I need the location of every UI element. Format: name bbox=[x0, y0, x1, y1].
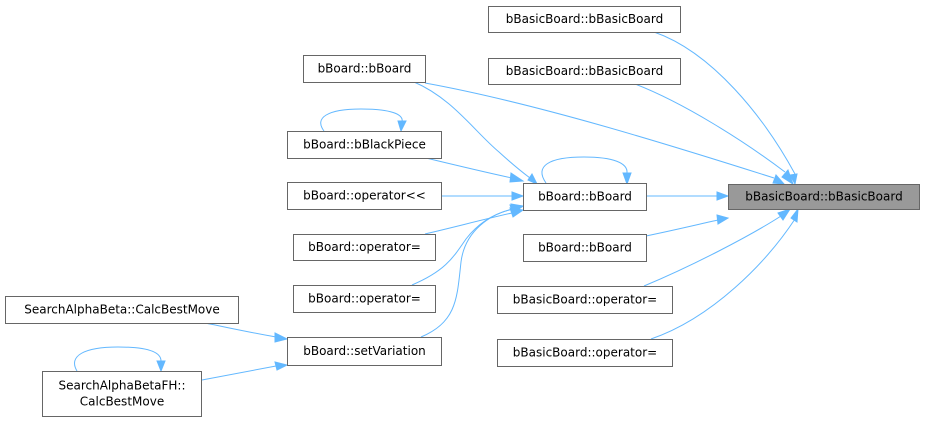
graph-node[interactable]: SearchAlphaBetaFH::CalcBestMove bbox=[42, 371, 202, 417]
edge-line bbox=[541, 156, 628, 184]
edge-n14-n14-self-loop bbox=[74, 346, 166, 373]
node-box[interactable] bbox=[497, 286, 673, 314]
node-label: bBoard::operator= bbox=[308, 292, 421, 306]
edge-n14-n12 bbox=[201, 361, 289, 381]
node-label: bBoard::bBoard bbox=[318, 62, 412, 76]
graph-node[interactable]: bBoard::setVariation bbox=[287, 337, 442, 366]
edge-n4-n0 bbox=[646, 191, 730, 201]
arrowhead-icon bbox=[397, 120, 407, 133]
node-label: CalcBestMove bbox=[80, 395, 164, 409]
edge-n13-n12 bbox=[204, 322, 289, 343]
node-label: bBasicBoard::operator= bbox=[513, 293, 657, 307]
node-box[interactable] bbox=[287, 182, 442, 210]
edge-n7-n0 bbox=[650, 207, 799, 340]
edge-line bbox=[413, 81, 531, 179]
node-label: bBoard::bBoard bbox=[538, 190, 632, 204]
node-label: SearchAlphaBetaFH:: bbox=[58, 379, 185, 393]
node-box[interactable] bbox=[523, 234, 647, 262]
edge-n5-n0 bbox=[645, 214, 730, 237]
edge-n3-n0 bbox=[424, 82, 786, 185]
graph-node[interactable]: bBoard::bBoard bbox=[523, 183, 647, 211]
edge-line bbox=[425, 157, 513, 179]
node-box[interactable] bbox=[287, 337, 442, 366]
node-box[interactable] bbox=[293, 285, 436, 313]
node-label: bBoard::operator= bbox=[308, 240, 421, 254]
edge-line bbox=[204, 322, 277, 338]
edge-line bbox=[643, 215, 782, 287]
arrowhead-icon bbox=[511, 191, 525, 201]
node-label: bBasicBoard::bBasicBoard bbox=[506, 12, 663, 26]
edge-line bbox=[201, 365, 277, 381]
arrowhead-icon bbox=[527, 173, 539, 186]
graph-node[interactable]: bBasicBoard::operator= bbox=[497, 339, 673, 367]
graph-node[interactable]: bBasicBoard::bBasicBoard bbox=[488, 58, 681, 85]
node-label: bBoard::bBoard bbox=[538, 241, 632, 255]
edge-line bbox=[424, 82, 775, 179]
edge-n4-n4-self-loop bbox=[541, 156, 632, 186]
arrowhead-icon bbox=[789, 173, 798, 186]
node-box[interactable] bbox=[488, 6, 681, 33]
graph-node[interactable]: bBoard::operator= bbox=[293, 234, 436, 261]
node-label: bBasicBoard::bBasicBoard bbox=[506, 64, 663, 78]
edge-n1-n0 bbox=[653, 31, 798, 186]
edge-line bbox=[320, 108, 403, 132]
node-label: SearchAlphaBeta::CalcBestMove bbox=[24, 303, 220, 317]
arrowhead-icon bbox=[509, 172, 525, 183]
graph-node[interactable]: bBoard::bBoard bbox=[523, 234, 647, 262]
arrowhead-icon bbox=[622, 172, 632, 186]
node-box[interactable] bbox=[303, 55, 426, 83]
edge-line bbox=[650, 218, 796, 340]
edge-n12-n4 bbox=[420, 203, 525, 338]
node-box bbox=[728, 184, 920, 210]
arrowhead-icon bbox=[716, 191, 730, 201]
node-box[interactable] bbox=[523, 183, 647, 211]
arrowhead-icon bbox=[777, 208, 792, 221]
edge-n8-n8-self-loop bbox=[320, 108, 407, 133]
graph-node[interactable]: bBoard::bBlackPiece bbox=[287, 131, 442, 159]
edge-line bbox=[420, 208, 514, 338]
edge-line bbox=[634, 83, 786, 173]
arrowhead-icon bbox=[772, 174, 786, 185]
arrowhead-icon bbox=[716, 214, 730, 225]
graph-node[interactable]: SearchAlphaBeta::CalcBestMove bbox=[5, 296, 239, 324]
edge-n2-n0 bbox=[634, 83, 794, 186]
edge-n9-n4 bbox=[441, 191, 525, 201]
node-label: bBoard::operator<< bbox=[303, 189, 426, 203]
edge-line bbox=[645, 219, 719, 237]
edge-n8-n4 bbox=[425, 157, 525, 183]
node-box[interactable] bbox=[42, 371, 202, 417]
arrowhead-icon bbox=[781, 169, 794, 186]
nodes-layer: bBasicBoard::bBasicBoardbBasicBoard::bBa… bbox=[5, 6, 920, 417]
arrowhead-icon bbox=[156, 360, 166, 373]
edges-layer bbox=[74, 31, 799, 381]
graph-node[interactable]: bBoard::operator= bbox=[293, 285, 436, 313]
node-box[interactable] bbox=[488, 58, 681, 85]
node-box[interactable] bbox=[287, 131, 442, 159]
node-box[interactable] bbox=[497, 339, 673, 367]
node-label: bBoard::bBlackPiece bbox=[303, 138, 426, 152]
node-box[interactable] bbox=[5, 296, 239, 324]
graph-node[interactable]: bBoard::operator<< bbox=[287, 182, 442, 210]
graph-node[interactable]: bBasicBoard::operator= bbox=[497, 286, 673, 314]
graph-node[interactable]: bBoard::bBoard bbox=[303, 55, 426, 83]
edge-line bbox=[424, 212, 513, 235]
edge-n6-n0 bbox=[643, 208, 792, 287]
arrowhead-icon bbox=[274, 332, 289, 343]
edge-line bbox=[653, 31, 796, 175]
focus-node: bBasicBoard::bBasicBoard bbox=[728, 184, 920, 210]
edge-n3-n4 bbox=[413, 81, 539, 186]
node-box[interactable] bbox=[293, 234, 436, 261]
node-label: bBasicBoard::bBasicBoard bbox=[745, 190, 902, 204]
node-label: bBasicBoard::operator= bbox=[513, 346, 657, 360]
graph-node[interactable]: bBasicBoard::bBasicBoard bbox=[488, 6, 681, 33]
edge-line bbox=[74, 346, 162, 372]
node-label: bBoard::setVariation bbox=[303, 344, 426, 358]
arrowhead-icon bbox=[274, 361, 289, 371]
arrowhead-icon bbox=[510, 203, 525, 214]
arrowhead-icon bbox=[790, 207, 799, 223]
